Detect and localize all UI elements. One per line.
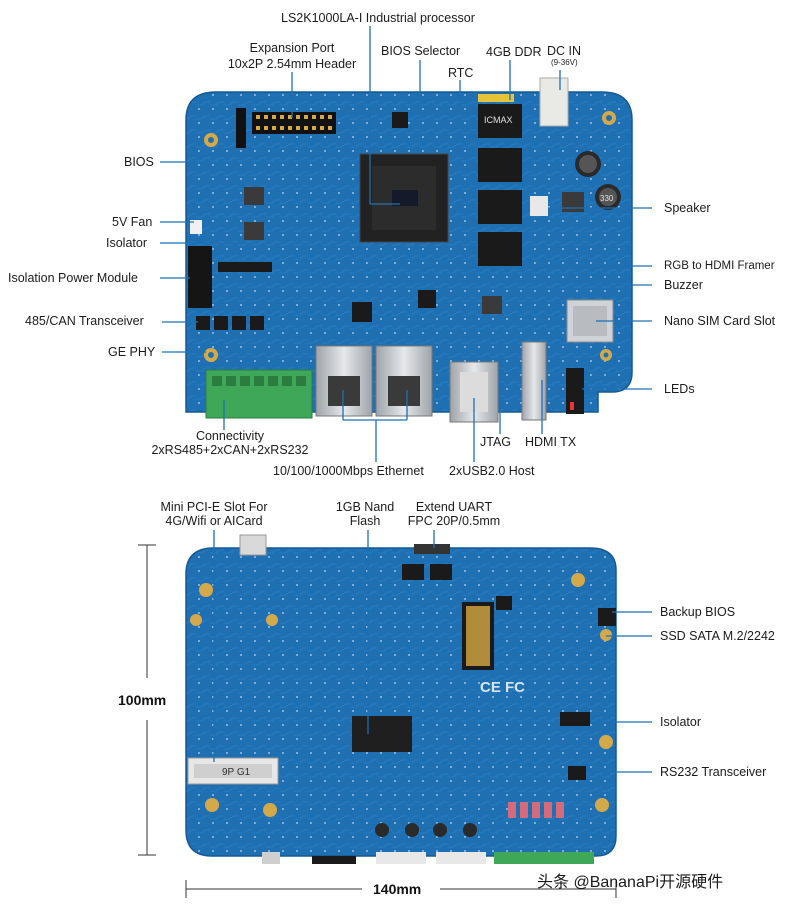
label-fan: 5V Fan <box>112 215 153 229</box>
bottom-board <box>185 534 617 864</box>
label-ddr: 4GB DDR <box>486 45 542 59</box>
label-backup-bios: Backup BIOS <box>660 605 736 619</box>
label-leds: LEDs <box>664 382 695 396</box>
slot-mark: 9P G1 <box>222 767 251 778</box>
label-bios: BIOS <box>124 155 154 169</box>
label-dc-in: DC IN <box>547 44 582 58</box>
label-uart-spec: FPC 20P/0.5mm <box>407 514 501 528</box>
label-ssd: SSD SATA M.2/2242 <box>660 629 775 643</box>
dimension-height: 100mm <box>118 692 167 708</box>
label-nand-flash: Flash <box>349 514 381 528</box>
label-rs232: RS232 Transceiver <box>660 765 767 779</box>
top-board <box>185 77 633 423</box>
label-connectivity-spec: 2xRS485+2xCAN+2xRS232 <box>151 443 309 457</box>
label-rgb-hdmi: RGB to HDMI Framer <box>664 260 775 272</box>
label-usb: 2xUSB2.0 Host <box>449 464 535 478</box>
label-buzzer: Buzzer <box>664 278 703 292</box>
label-rtc: RTC <box>448 66 474 80</box>
label-mini-pcie-spec: 4G/Wifi or AICard <box>165 514 263 528</box>
cap-value-mark: 330 <box>600 194 614 203</box>
ce-fc-mark: CE FC <box>480 679 525 696</box>
dimension-width: 140mm <box>373 881 422 897</box>
label-speaker: Speaker <box>664 201 711 215</box>
label-isolator-bottom: Isolator <box>660 715 701 729</box>
label-extend-uart: Extend UART <box>415 500 493 514</box>
label-expansion-port: Expansion Port <box>249 41 335 55</box>
label-ethernet: 10/100/1000Mbps Ethernet <box>273 464 424 478</box>
label-expansion-port-spec: 10x2P 2.54mm Header <box>227 57 357 71</box>
label-nand: 1GB Nand <box>335 500 395 514</box>
label-ge-phy: GE PHY <box>108 345 156 359</box>
watermark: 头条 @BananaPi开源硬件 <box>537 874 724 891</box>
label-mini-pcie: Mini PCI-E Slot For <box>160 500 268 514</box>
bottom-pcb <box>185 547 617 857</box>
label-isolation-power: Isolation Power Module <box>8 271 138 285</box>
dimension-lines <box>138 544 617 898</box>
label-jtag: JTAG <box>480 435 512 449</box>
label-hdmi-tx: HDMI TX <box>525 435 577 449</box>
label-connectivity: Connectivity <box>195 429 265 443</box>
label-processor: LS2K1000LA-I Industrial processor <box>281 11 475 25</box>
label-bios-selector: BIOS Selector <box>381 44 461 58</box>
label-dc-in-range: (9-36V) <box>551 58 578 67</box>
ddr-chip-mark: ICMAX <box>484 115 513 125</box>
label-isolator-top: Isolator <box>106 236 147 250</box>
leader-lines <box>160 26 652 773</box>
label-nano-sim: Nano SIM Card Slot <box>664 314 776 328</box>
label-485-can-transceiver: 485/CAN Transceiver <box>25 314 144 328</box>
